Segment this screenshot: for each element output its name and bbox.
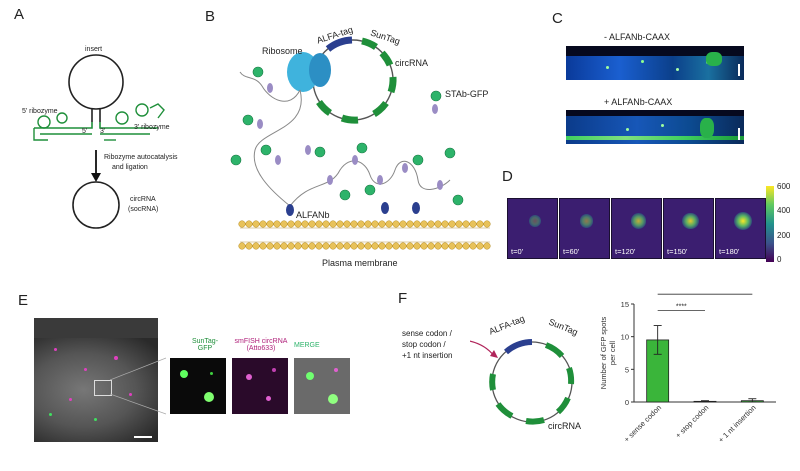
- cell-micrograph: [34, 318, 158, 442]
- zoom-box: [94, 380, 112, 396]
- zoom-gfp: [170, 358, 226, 414]
- y-tick-label: 15: [621, 300, 629, 309]
- insert-stem: [91, 108, 101, 122]
- end-5-label: 5': [82, 128, 88, 135]
- timelapse-frame-label: t=60': [563, 247, 580, 256]
- zoom-smfish: [232, 358, 288, 414]
- insert-loop: [68, 54, 124, 110]
- zoom-merge: [294, 358, 350, 414]
- ribosome-large: [309, 53, 331, 87]
- timelapse-frame-label: t=150': [667, 247, 688, 256]
- panel-a-label: A: [14, 6, 25, 23]
- socrna-circle: [72, 181, 120, 229]
- circrna-label: circRNA: [395, 58, 428, 68]
- stab-gfp-label: STAb-GFP: [445, 89, 489, 99]
- mutation-label: sense codon / stop codon / +1 nt inserti…: [402, 329, 453, 360]
- timelapse-spot: [733, 212, 752, 230]
- panel-b-label: B: [205, 8, 216, 25]
- timelapse-frame: t=150': [663, 198, 714, 259]
- colorbar-tick-200: 200: [777, 231, 791, 240]
- ribozyme-3-label: 3' ribozyme: [134, 124, 170, 131]
- timelapse-frame-label: t=180': [719, 247, 740, 256]
- insert-label: insert: [85, 46, 103, 53]
- timelapse-frame: t=60': [559, 198, 610, 259]
- colorbar: [766, 186, 774, 262]
- significance-label: ****: [676, 304, 687, 311]
- y-tick-label: 5: [625, 365, 629, 374]
- panel-a-diagram: [33, 54, 165, 229]
- micrograph-minus-caax: [566, 46, 744, 80]
- y-axis-label: Number of GFP spotsper cell: [600, 317, 617, 390]
- timelapse-frame-label: t=120': [615, 247, 636, 256]
- x-tick-label: + 1 nt insertion: [716, 403, 757, 444]
- x-tick-label: + sense codon: [622, 403, 663, 444]
- plus-caax-label: + ALFANb-CAAX: [604, 97, 673, 107]
- ribozyme-5-label: 5' ribozyme: [22, 108, 58, 115]
- ribozyme-5-strand: [34, 122, 93, 129]
- colorbar-tick-400: 400: [777, 206, 791, 215]
- colorbar-tick-600: 600: [777, 182, 791, 191]
- timelapse-spot: [682, 212, 699, 230]
- colorbar-tick-0: 0: [777, 255, 782, 264]
- timelapse-spot: [630, 213, 647, 229]
- merge-label: MERGE: [294, 342, 320, 349]
- timelapse-frame: t=180': [715, 198, 766, 259]
- plasma-membrane-label: Plasma membrane: [322, 258, 398, 268]
- end-3-label: 3': [100, 128, 106, 135]
- panel-c-label: C: [552, 10, 563, 27]
- timelapse-spot: [579, 214, 594, 228]
- panel-d-label: D: [502, 168, 513, 185]
- timelapse-frame: t=120': [611, 198, 662, 259]
- timelapse-spot: [528, 215, 541, 227]
- ribozyme-3-strand: [99, 122, 158, 129]
- alfanb-marker: [286, 204, 294, 216]
- suntag-gfp-label: SunTag-GFP: [191, 338, 219, 352]
- panel-f-circrna: [470, 339, 575, 425]
- panel-b-diagram: [230, 36, 491, 250]
- micrograph-plus-caax: [566, 110, 744, 144]
- plasma-membrane: [240, 227, 490, 243]
- ribozyme-arrow-label-1: Ribozyme autocatalysis: [104, 154, 178, 161]
- ribozyme-arrow-label-2: and ligation: [112, 164, 148, 171]
- x-tick-label: + stop codon: [674, 403, 711, 440]
- timelapse-frame-label: t=0': [511, 247, 524, 256]
- panel-f-label: F: [398, 290, 408, 307]
- circrna-product-label-1: circRNA: [130, 196, 156, 203]
- significance-label: ****: [700, 290, 711, 294]
- minus-caax-label: - ALFANb-CAAX: [604, 32, 671, 42]
- alfanb-label: ALFANb: [296, 210, 330, 220]
- smfish-label: smFISH circRNA(Atto633): [234, 338, 288, 352]
- circrna-product-label-2: (socRNA): [128, 206, 159, 213]
- panel-e-label: E: [18, 292, 29, 309]
- ribosome-label: Ribosome: [262, 46, 303, 56]
- timelapse-frame: t=0': [507, 198, 558, 259]
- y-tick-label: 10: [621, 333, 629, 342]
- alfa-tag-segment: [325, 36, 353, 52]
- y-tick-label: 0: [625, 398, 629, 407]
- f-circrna-label: circRNA: [548, 421, 581, 431]
